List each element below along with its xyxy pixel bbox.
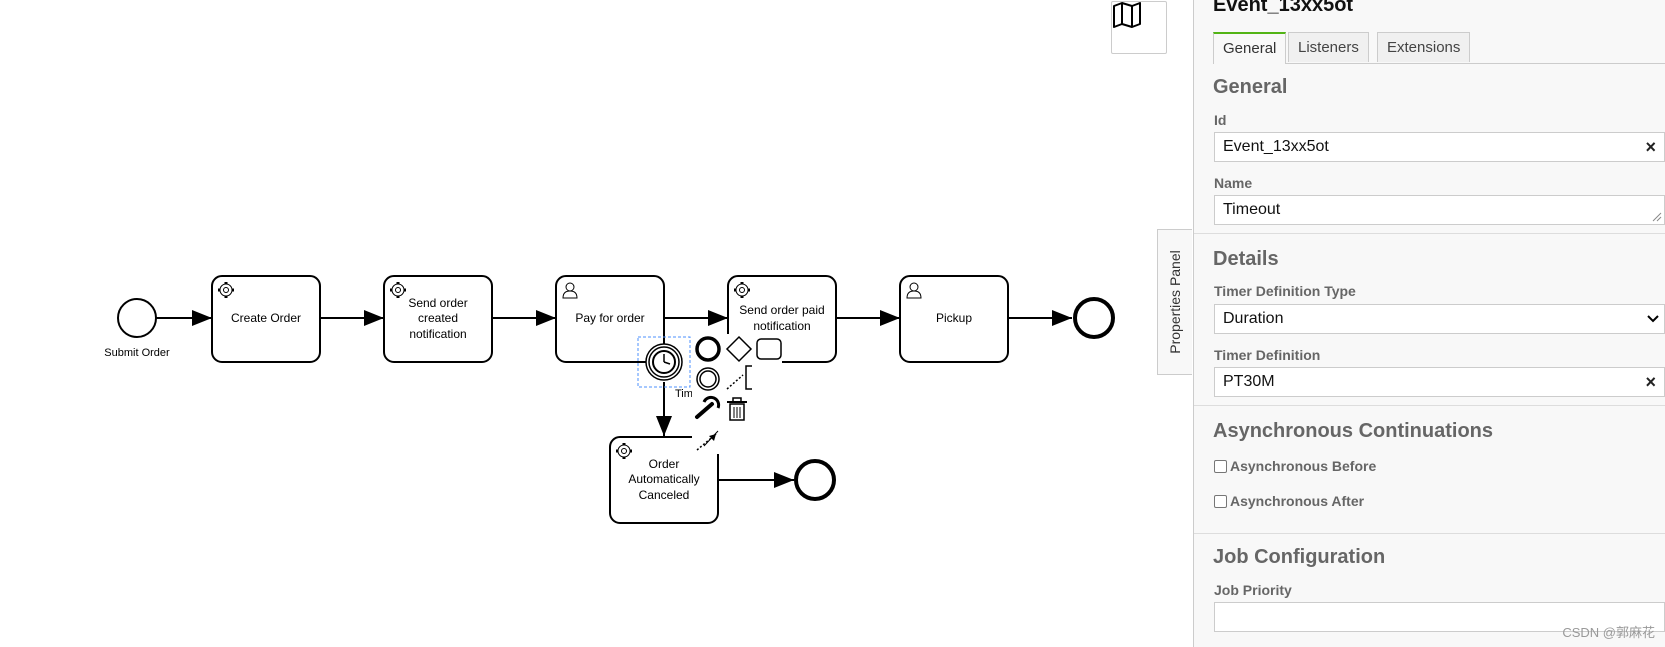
diagram-svg: Submit Order Create Order Send order cre… xyxy=(104,275,1115,524)
separator xyxy=(1194,405,1665,406)
resize-grip-icon[interactable] xyxy=(1652,212,1662,222)
sequence-flows xyxy=(156,310,1072,488)
task-label-line: Canceled xyxy=(639,488,690,502)
task-label-line: Send order xyxy=(408,296,467,310)
timer-type-select[interactable]: Duration xyxy=(1214,304,1665,334)
id-field[interactable]: Event_13xx5ot × xyxy=(1214,132,1665,162)
async-after-checkbox[interactable] xyxy=(1214,494,1227,508)
chevron-down-icon xyxy=(1647,315,1659,323)
task-order-automatically-canceled[interactable]: Order Automatically Canceled xyxy=(609,436,719,524)
properties-panel-toggle[interactable]: Properties Panel xyxy=(1157,229,1192,375)
group-general-title: General xyxy=(1213,76,1288,98)
task-label-line: Order xyxy=(649,457,680,471)
append-gateway-icon[interactable] xyxy=(725,335,753,363)
timer-type-value: Duration xyxy=(1223,310,1284,327)
id-label: Id xyxy=(1214,112,1227,128)
separator xyxy=(1194,533,1665,534)
task-label: Create Order xyxy=(231,311,301,325)
name-label: Name xyxy=(1214,175,1253,191)
timer-def-value: PT30M xyxy=(1223,373,1275,390)
task-label-line: Send order paid xyxy=(739,303,824,317)
group-details-title: Details xyxy=(1213,248,1279,270)
timer-event-label: Tim xyxy=(675,388,693,400)
append-text-annotation-icon[interactable] xyxy=(726,365,752,390)
group-job-title: Job Configuration xyxy=(1213,546,1386,568)
task-send-order-created-notification[interactable]: Send order created notification xyxy=(383,275,493,363)
panel-title: Event_13xx5ot xyxy=(1213,0,1354,16)
job-priority-field[interactable] xyxy=(1214,602,1665,632)
tab-extensions[interactable]: Extensions xyxy=(1377,32,1471,62)
task-label-line: created xyxy=(418,311,458,325)
context-pad xyxy=(692,334,782,454)
task-label: Pickup xyxy=(936,311,972,325)
selection-outline xyxy=(637,336,691,388)
clear-timer-def-icon[interactable]: × xyxy=(1645,372,1656,392)
boundary-timer-event[interactable] xyxy=(645,343,683,381)
async-before-checkbox[interactable] xyxy=(1214,459,1227,473)
name-field[interactable]: Timeout xyxy=(1214,195,1665,225)
append-task-icon[interactable] xyxy=(756,338,782,360)
timer-def-label: Timer Definition xyxy=(1214,347,1321,363)
timer-type-label: Timer Definition Type xyxy=(1214,283,1356,299)
tab-general[interactable]: General xyxy=(1213,32,1287,64)
task-label-line: notification xyxy=(409,327,466,341)
task-create-order[interactable]: Create Order xyxy=(211,275,321,363)
name-value: Timeout xyxy=(1223,201,1281,218)
watermark: CSDN @郭麻花 xyxy=(1562,625,1655,640)
tab-listeners[interactable]: Listeners xyxy=(1288,32,1369,62)
job-priority-label: Job Priority xyxy=(1214,582,1292,598)
group-async-title: Asynchronous Continuations xyxy=(1213,420,1493,442)
timer-def-field[interactable]: PT30M × xyxy=(1214,367,1665,397)
end-event[interactable] xyxy=(1073,297,1115,339)
panel-tabs: General Listeners Extensions xyxy=(1213,32,1665,64)
append-intermediate-event-icon[interactable] xyxy=(696,367,720,391)
async-after-row[interactable]: Asynchronous After xyxy=(1214,493,1364,509)
clear-id-icon[interactable]: × xyxy=(1645,137,1656,157)
append-end-event-icon[interactable] xyxy=(695,336,721,362)
async-before-label: Asynchronous Before xyxy=(1230,458,1377,474)
task-pickup[interactable]: Pickup xyxy=(899,275,1009,363)
start-event[interactable] xyxy=(117,298,157,338)
properties-panel: Event_13xx5ot General Listeners Extensio… xyxy=(1193,0,1665,647)
start-event-label: Submit Order xyxy=(104,347,170,359)
change-type-wrench-icon[interactable] xyxy=(695,395,721,419)
task-pay-for-order[interactable]: Pay for order xyxy=(555,275,665,363)
properties-panel-toggle-label: Properties Panel xyxy=(1167,250,1183,354)
separator xyxy=(1194,233,1665,234)
map-icon xyxy=(1113,2,1141,28)
async-after-label: Asynchronous After xyxy=(1230,493,1365,509)
task-label-line: notification xyxy=(753,319,810,333)
task-label-line: Automatically xyxy=(628,472,699,486)
minimap-toggle-button[interactable] xyxy=(1111,1,1167,54)
timer-icon xyxy=(652,350,676,374)
task-label: Pay for order xyxy=(575,311,644,325)
bpmn-canvas[interactable]: Submit Order Create Order Send order cre… xyxy=(0,0,1193,647)
end-event-canceled[interactable] xyxy=(794,459,836,501)
connect-arrow-icon[interactable] xyxy=(696,430,719,451)
delete-trash-icon[interactable] xyxy=(727,397,747,421)
id-value: Event_13xx5ot xyxy=(1223,138,1329,155)
async-before-row[interactable]: Asynchronous Before xyxy=(1214,458,1376,474)
